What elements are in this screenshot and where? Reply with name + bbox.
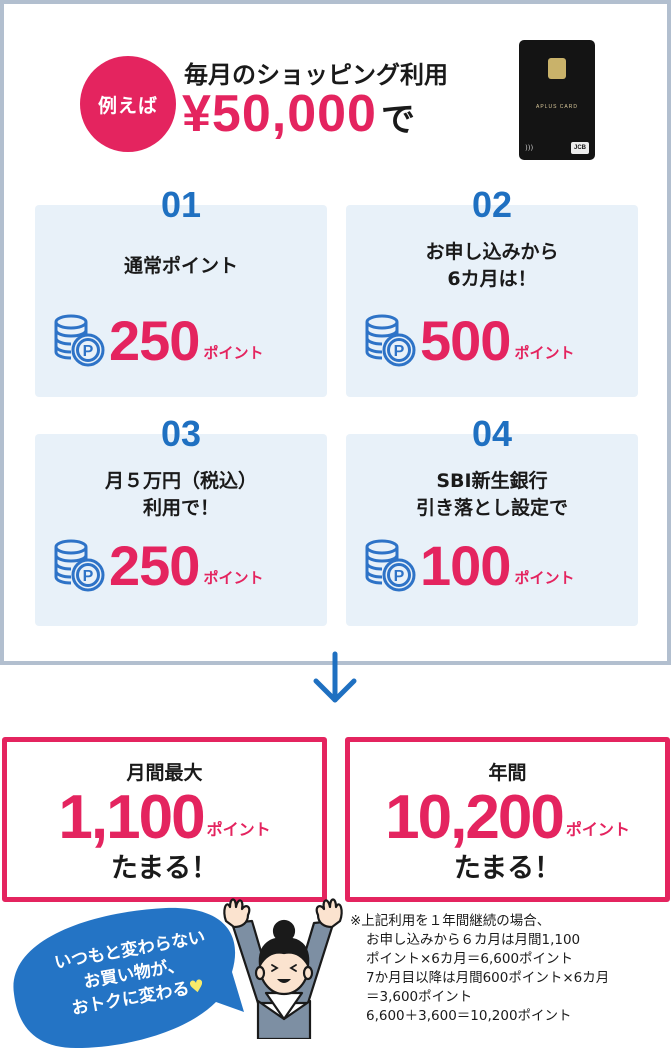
points-value: 250 (109, 534, 200, 597)
calculation-note: ※上記利用を１年間継続の場合、 お申し込みから６カ月は月間1,100 ポイント×… (350, 912, 670, 1026)
credit-card-image: APLUS CARD ))) JCB (519, 40, 595, 160)
svg-text:P: P (83, 568, 94, 585)
tile-points: P 250 ポイント (51, 313, 263, 369)
points-unit: ポイント (203, 344, 264, 362)
jcb-logo-icon: JCB (571, 142, 589, 154)
result-label: 年間 (488, 762, 527, 784)
tile-number: 02 (471, 184, 513, 225)
arrow-down-icon (313, 651, 357, 703)
svg-text:P: P (83, 343, 94, 360)
result-tail: たまる！ (453, 853, 562, 884)
headline-suffix: で (380, 100, 415, 140)
svg-text:P: P (394, 568, 405, 585)
note-line: ＝3,600ポイント (366, 989, 473, 1005)
headline-amount: ¥50,000 (182, 85, 377, 143)
note-line: 7か月目以降は月間600ポイント×6カ月 (366, 970, 610, 986)
result-value: 1,100 (58, 783, 205, 852)
card-chip-icon (548, 58, 566, 79)
badge-label: 例えば (97, 94, 158, 117)
benefit-tile-03: 03 月５万円（税込）利用で！ P 250 ポイント (35, 414, 327, 626)
card-brand: APLUS CARD (536, 104, 578, 110)
monthly-result-box: 月間最大 1,100 ポイント たまる！ (2, 737, 327, 902)
point-coins-icon: P (54, 314, 105, 367)
result-points: 10,200 ポイント (350, 783, 665, 852)
heart-icon: ♥ (187, 976, 207, 999)
points-value: 500 (420, 309, 511, 372)
points-unit: ポイント (514, 344, 575, 362)
speech-bubble (13, 907, 245, 1048)
tile-points: P 250 ポイント (51, 538, 263, 594)
cheering-woman-illustration (223, 898, 343, 1039)
contactless-icon: ))) (525, 144, 534, 152)
result-unit: ポイント (565, 820, 630, 839)
tile-title: SBI新生銀行引き落とし設定で (415, 470, 568, 519)
points-value: 250 (109, 309, 200, 372)
note-line: 6,600＋3,600＝10,200ポイント (366, 1008, 572, 1024)
result-unit: ポイント (206, 820, 271, 839)
tile-number: 04 (471, 413, 513, 454)
note-line: お申し込みから６カ月は月間1,100 (366, 932, 581, 948)
result-value: 10,200 (385, 783, 565, 852)
note-line: ポイント×6カ月＝6,600ポイント (366, 951, 574, 967)
svg-text:P: P (394, 343, 405, 360)
tile-number: 01 (160, 184, 202, 225)
example-badge: 例えば (80, 56, 176, 152)
tile-number: 03 (160, 413, 202, 454)
point-coins-icon: P (365, 314, 416, 367)
point-coins-icon: P (365, 539, 416, 592)
result-points: 1,100 ポイント (7, 783, 322, 852)
points-unit: ポイント (203, 569, 264, 587)
tile-points: P 100 ポイント (362, 538, 574, 594)
headline-subtitle: 毎月のショッピング利用 (184, 61, 448, 89)
point-coins-icon: P (54, 539, 105, 592)
headline-amount-row: ¥50,000 で (182, 84, 415, 144)
annual-result-box: 年間 10,200 ポイント たまる！ (345, 737, 670, 902)
result-label: 月間最大 (126, 762, 203, 784)
benefit-tile-01: 01 通常ポイント P 250 ポイント (35, 185, 327, 397)
tile-title: 月５万円（税込）利用で！ (104, 470, 257, 519)
note-line: ※上記利用を１年間継続の場合、 (350, 913, 551, 929)
points-value: 100 (420, 534, 511, 597)
points-unit: ポイント (514, 569, 575, 587)
benefit-tile-04: 04 SBI新生銀行引き落とし設定で P 100 ポイント (346, 414, 638, 626)
tile-title: 通常ポイント (123, 255, 238, 277)
tile-points: P 500 ポイント (362, 313, 574, 369)
result-tail: たまる！ (110, 853, 219, 884)
